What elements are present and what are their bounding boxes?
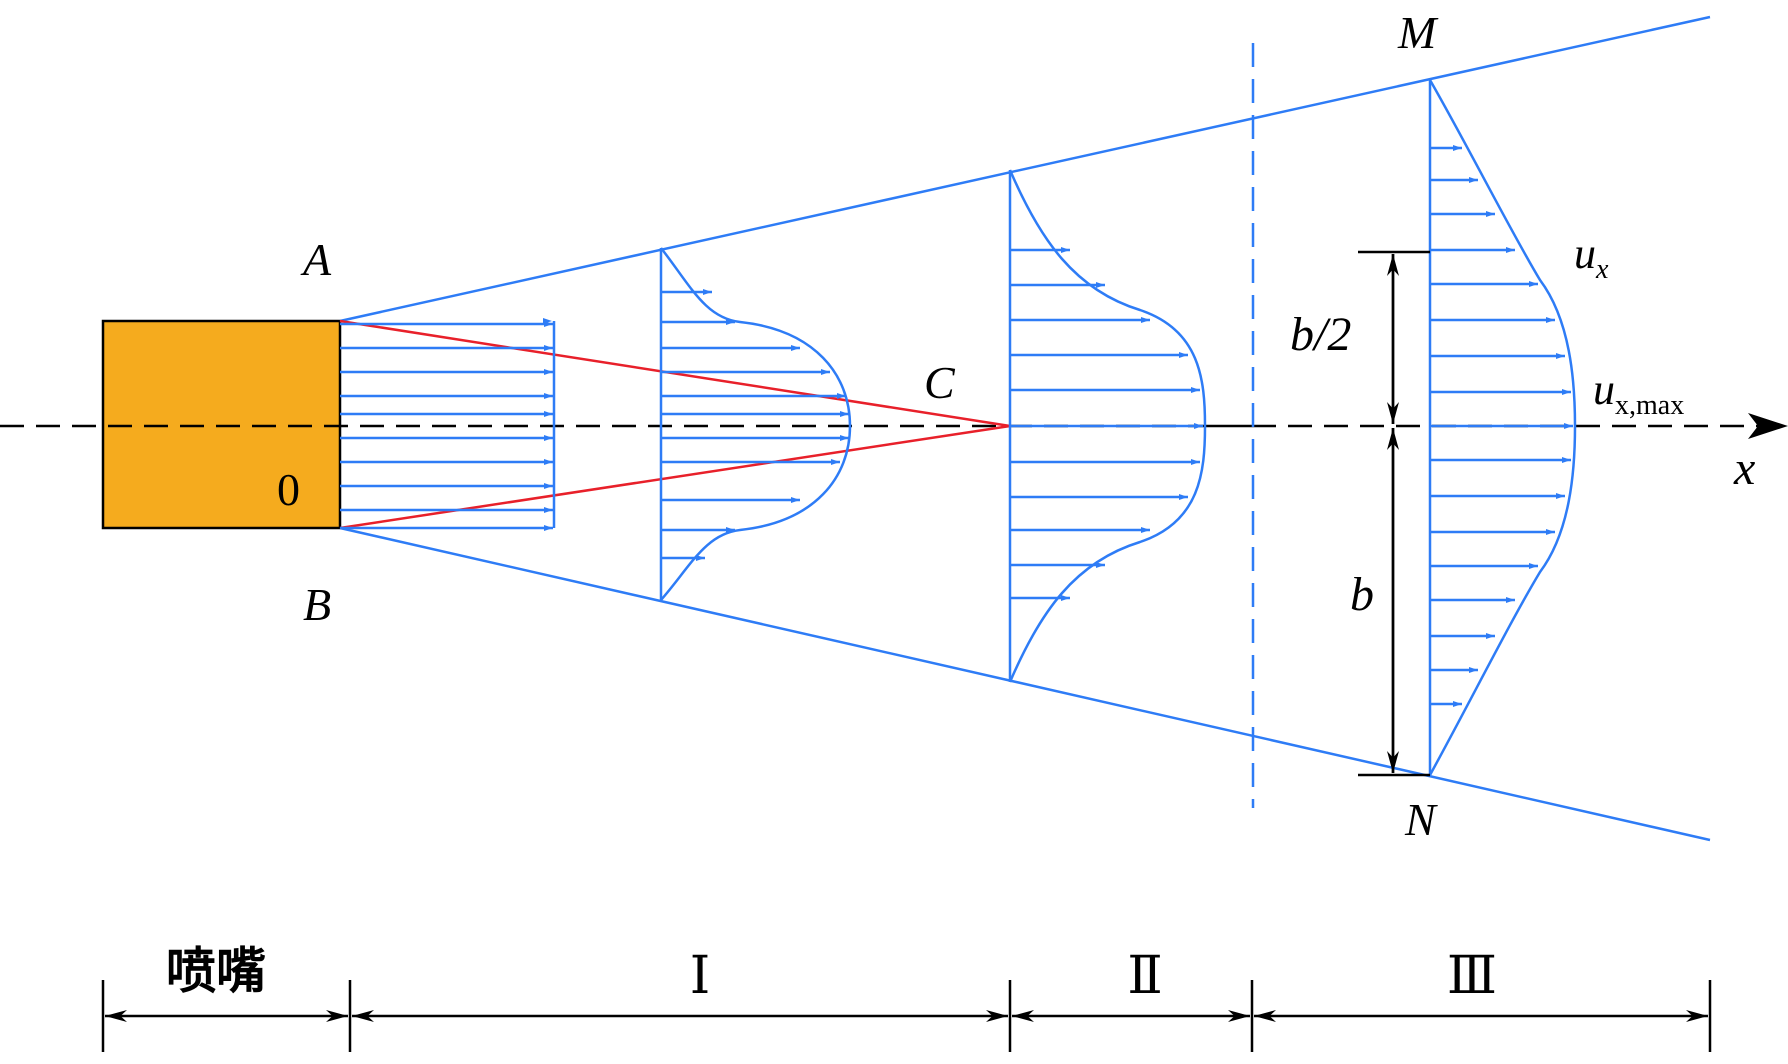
label-ux: ux [1574, 229, 1609, 285]
velocity-profile-initial [659, 247, 852, 601]
velocity-arrows-initial [661, 289, 849, 561]
core-lower-line [339, 424, 1011, 530]
label-C: C [924, 357, 956, 408]
label-half-width: b/2 [1290, 308, 1351, 361]
label-origin: 0 [277, 464, 300, 515]
velocity-arrows-exit [340, 318, 553, 531]
region-label-zone-2: Ⅱ [1127, 948, 1162, 1005]
x-axis-arrowhead [1748, 413, 1788, 439]
region-label-zone-1: Ⅰ [690, 948, 711, 1005]
core-upper-line [339, 319, 1011, 428]
region-label-zone-3: Ⅲ [1447, 948, 1497, 1005]
label-N: N [1404, 794, 1438, 845]
label-x-axis: x [1733, 442, 1755, 495]
region-label-nozzle: 喷嘴 [166, 942, 266, 1000]
label-A: A [300, 234, 332, 285]
label-ux-max: ux,max [1593, 365, 1684, 421]
velocity-profile-main [1428, 79, 1577, 776]
label-B: B [303, 579, 331, 630]
dimension-width [1358, 428, 1430, 777]
label-width: b [1350, 568, 1374, 621]
velocity-arrows-transition [1010, 247, 1203, 601]
nozzle-block [101, 319, 342, 530]
jet-lower-boundary [339, 526, 1711, 842]
dimension-half-width [1358, 250, 1430, 424]
jet-upper-boundary [339, 15, 1711, 323]
velocity-arrows-main [1430, 145, 1573, 707]
region-ruler [101, 980, 1712, 1052]
label-M: M [1397, 7, 1439, 58]
